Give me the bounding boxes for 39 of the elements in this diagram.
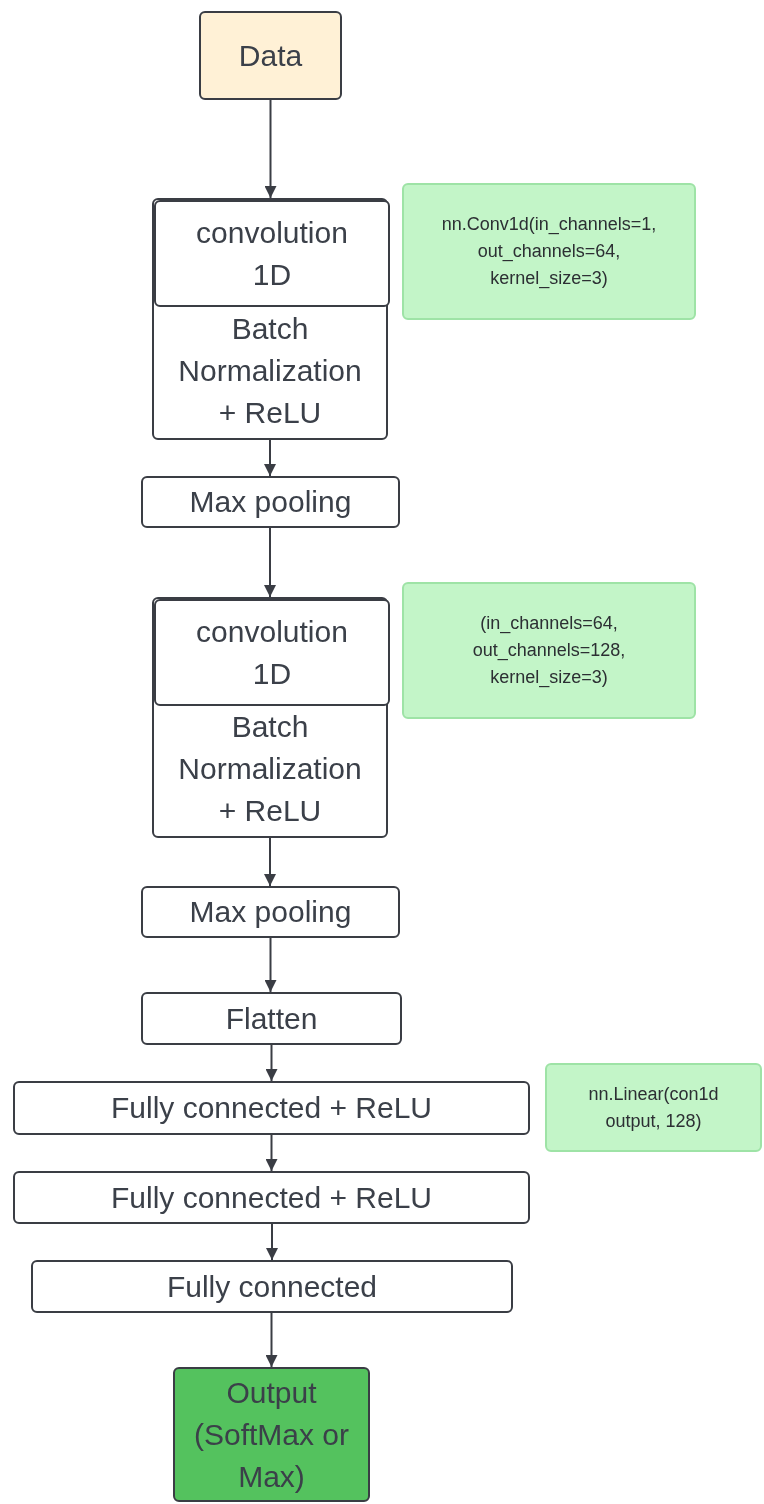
note-text: (in_channels=64, out_channels=128, kernel_size=3) [471, 612, 627, 690]
layer-label: Fully connected + ReLU [110, 1090, 433, 1126]
arrow [264, 937, 277, 993]
layer-label: Data [237, 38, 304, 74]
layer-label: Output (SoftMax or Max) [192, 1374, 350, 1495]
layer-box [13, 1081, 530, 1135]
layer-label: Max pooling [188, 894, 353, 930]
arrow [265, 1312, 278, 1368]
arrow [264, 837, 276, 887]
layer-label: Batch Normalization + ReLU [177, 709, 363, 829]
arrow [266, 1223, 278, 1261]
note-box [402, 582, 696, 719]
layer-label: Batch Normalization + ReLU [177, 311, 363, 431]
arrow [265, 1134, 278, 1172]
note-text: nn.Conv1d(in_channels=1, out_channels=64, kernel_size=3) [440, 213, 658, 291]
layer-label: convolution 1D [195, 613, 349, 692]
arrow [264, 99, 277, 199]
note-box [402, 183, 696, 320]
layer-box [152, 597, 388, 838]
arrow [264, 439, 276, 477]
layer-box [31, 1260, 513, 1313]
note-text: nn.Linear(con1d output, 128) [587, 1082, 720, 1133]
layer-box [141, 992, 402, 1045]
arrow [264, 527, 276, 598]
note-box [545, 1063, 762, 1152]
layer-box [154, 599, 390, 706]
layer-label: Max pooling [188, 484, 353, 520]
layer-box [13, 1171, 530, 1224]
layer-box [141, 886, 400, 938]
layer-label: Flatten [224, 1000, 319, 1037]
output-box [173, 1367, 370, 1502]
layer-box [154, 200, 390, 307]
layer-box [141, 476, 400, 528]
input-box [199, 11, 342, 100]
layer-box [152, 198, 388, 440]
layer-label: convolution 1D [195, 214, 349, 293]
layer-label: Fully connected [165, 1268, 379, 1305]
arrow [265, 1044, 278, 1082]
layer-label: Fully connected + ReLU [110, 1179, 433, 1216]
